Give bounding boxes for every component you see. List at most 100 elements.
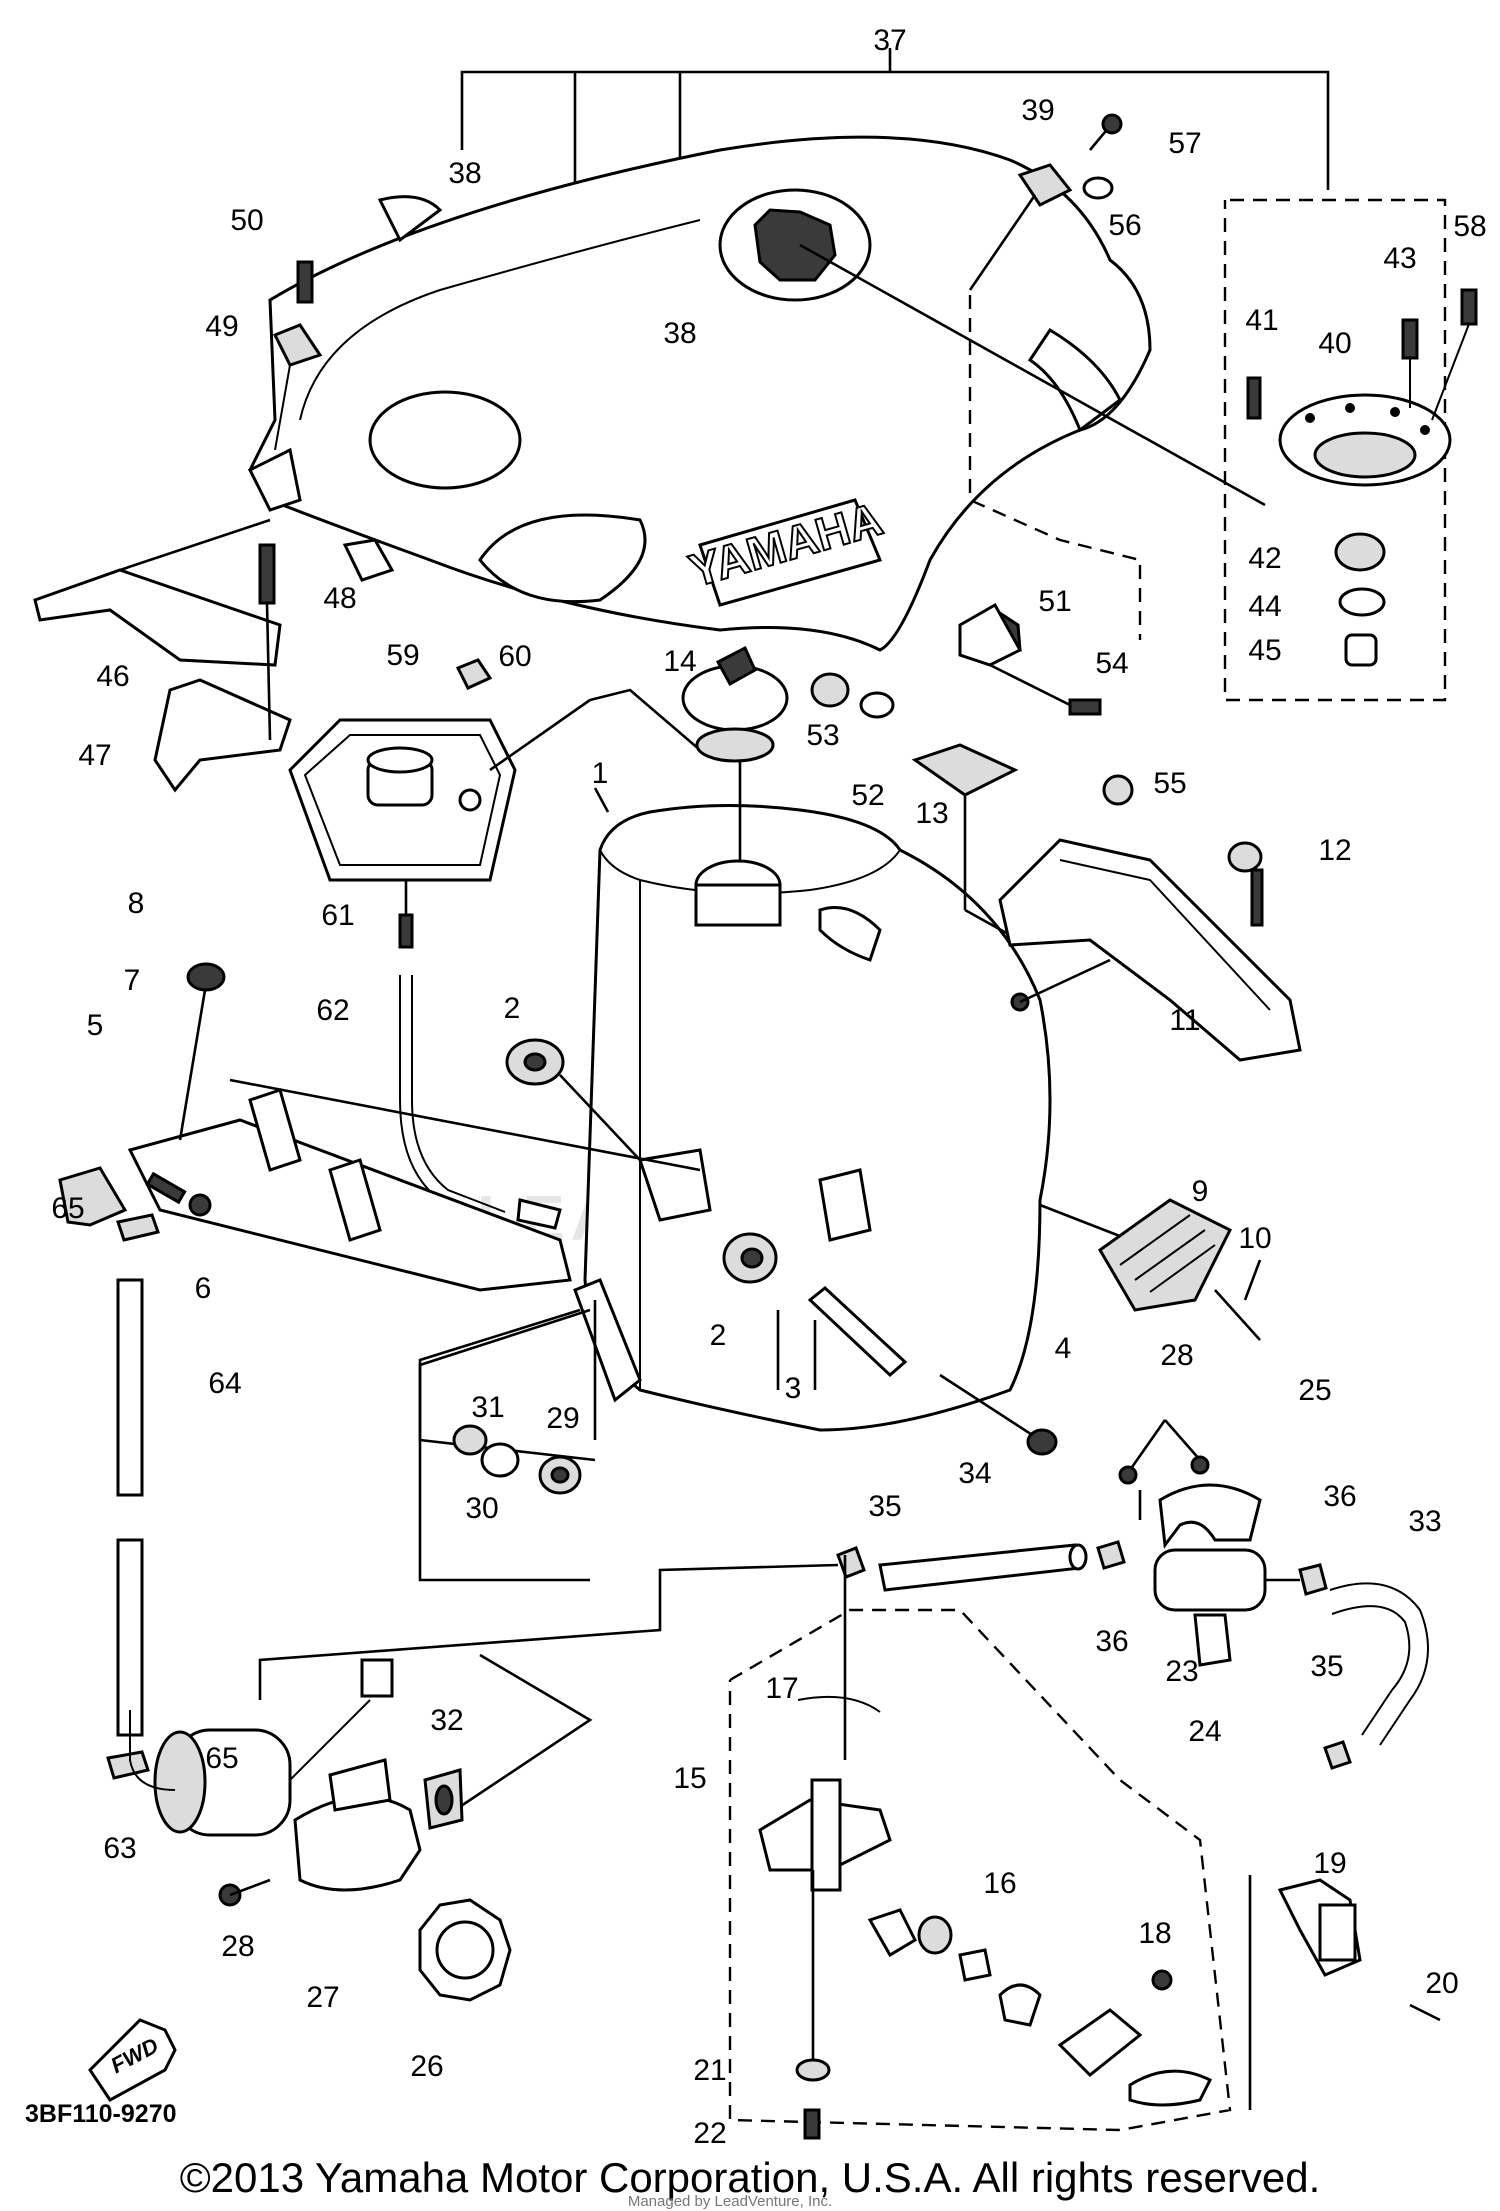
part-label-57: 57 [1168, 127, 1201, 160]
part-label-19: 19 [1313, 1847, 1346, 1880]
part-12-bolt-head [1227, 841, 1263, 873]
part-22-screw [803, 2108, 821, 2140]
part-label-44: 44 [1248, 590, 1281, 623]
part-31-fitting [452, 1424, 488, 1456]
part-label-28a: 28 [1160, 1339, 1193, 1372]
tank-cover-front-tab [247, 447, 302, 512]
part-30-fitting [480, 1442, 520, 1478]
part-63-connector [360, 1658, 394, 1698]
part-label-65a: 65 [51, 1192, 84, 1225]
leader-28a-2 [1164, 1419, 1201, 1461]
part-20-screw [1409, 2003, 1441, 2022]
fuel-tank-group [418, 755, 1131, 1462]
part-9-protector-ribs [1119, 1214, 1216, 1293]
part-6-bolt-head [188, 1193, 212, 1217]
part-label-2a: 2 [504, 992, 521, 1025]
part-24-holder [1193, 1613, 1232, 1667]
leader-58 [1431, 323, 1470, 421]
part-13-damper [911, 743, 1019, 797]
copyright-notice: ©2013 Yamaha Motor Corporation, U.S.A. A… [180, 2154, 1321, 2201]
part-58-bolt [1460, 288, 1478, 326]
part-43-bolt [1401, 318, 1419, 360]
fuel-cock-box [728, 1608, 1232, 2132]
part-label-47: 47 [78, 739, 111, 772]
part-28a-screw-2 [1190, 1455, 1210, 1475]
part-label-51: 51 [1038, 585, 1071, 618]
part-16-o-ring [958, 1948, 992, 1982]
tank-cover-filler-ring [753, 208, 837, 282]
part-8-nut [186, 962, 226, 992]
part-label-6: 6 [195, 1272, 212, 1305]
credit-notice: Managed by LeadVenture, Inc. [628, 2193, 832, 2210]
leader-8 [178, 989, 207, 1141]
part-23-fuel-filter [1153, 1548, 1267, 1612]
part-3-pipe [807, 1286, 908, 1378]
part-1-fuel-tank [583, 803, 1052, 1432]
part-label-36a: 36 [1095, 1625, 1128, 1658]
fuel-cap-assembly [1223, 198, 1478, 702]
leader-48 [265, 602, 272, 741]
part-label-53: 53 [806, 719, 839, 752]
part-5-bracket [58, 1166, 128, 1227]
leader-1 [593, 787, 610, 813]
part-label-52: 52 [851, 779, 884, 812]
part-label-62: 62 [316, 994, 349, 1027]
pipe-and-bolt [776, 1286, 1058, 1456]
part-label-23: 23 [1165, 1655, 1198, 1688]
part-2a-damper-hole [523, 1052, 547, 1072]
part-label-55: 55 [1153, 767, 1186, 800]
part-label-24: 24 [1188, 1715, 1221, 1748]
fuel-cock-group [728, 1555, 1441, 2140]
part-label-1: 1 [592, 757, 609, 790]
fwd-arrow-icon [88, 2018, 177, 2102]
part-9-protector [1098, 1198, 1233, 1312]
part-label-58: 58 [1453, 210, 1486, 243]
part-42-grommet [1334, 532, 1386, 572]
part-label-16: 16 [983, 1867, 1016, 1900]
part-54-bolt [1068, 698, 1102, 716]
tank-cover-group: YAMAHA [247, 48, 1330, 652]
part-label-43: 43 [1383, 242, 1416, 275]
part-59-tray-spout-top [366, 746, 434, 774]
bracket-37 [460, 70, 1330, 190]
leader-10 [1243, 1259, 1262, 1301]
part-label-48: 48 [323, 582, 356, 615]
leader-51 [989, 663, 1081, 712]
part-62-hose-end [516, 1198, 562, 1230]
part-label-41: 41 [1245, 304, 1278, 337]
leader-28a-1 [1128, 1419, 1167, 1471]
tank-cover-knee-pad [368, 390, 522, 490]
part-label-63: 63 [103, 1832, 136, 1865]
part-label-10: 10 [1238, 1222, 1271, 1255]
part-6-bolt [145, 1171, 187, 1205]
part-label-4: 4 [1055, 1332, 1072, 1365]
part-32-damper-hole [434, 1784, 454, 1816]
part-15-lever-knob [998, 1983, 1042, 2027]
part-label-15: 15 [673, 1762, 706, 1795]
part-57-bolt-head [1101, 113, 1123, 135]
part-label-65b: 65 [205, 1742, 238, 1775]
part-label-33: 33 [1408, 1505, 1441, 1538]
part-63-pump-end [153, 1730, 207, 1834]
tank-cover-rear-tab [1027, 327, 1122, 433]
part-label-42: 42 [1248, 542, 1281, 575]
leader-7-tank [229, 1078, 701, 1172]
leader-59 [489, 698, 591, 772]
part-36b-clamp [1298, 1563, 1328, 1596]
part-26-bracket-ring [435, 1920, 495, 1980]
part-label-3: 3 [785, 1372, 802, 1405]
part-61-fitting [398, 913, 414, 949]
part-63-connector-wire [289, 1699, 371, 1781]
part-label-9: 9 [1192, 1175, 1209, 1208]
part-7-bracket-tab-front [248, 1088, 302, 1172]
part-label-17: 17 [765, 1672, 798, 1705]
part-12-bolt-shank [1250, 868, 1264, 927]
part-28a-screw-1 [1118, 1465, 1138, 1485]
part-59-tray-inner [303, 734, 502, 866]
heat-protector-group [1098, 1198, 1262, 1341]
part-40-hole-2 [1345, 403, 1355, 413]
tank-filler-neck-body [694, 883, 782, 927]
part-label-7: 7 [124, 964, 141, 997]
part-33-hose [1329, 1582, 1429, 1746]
